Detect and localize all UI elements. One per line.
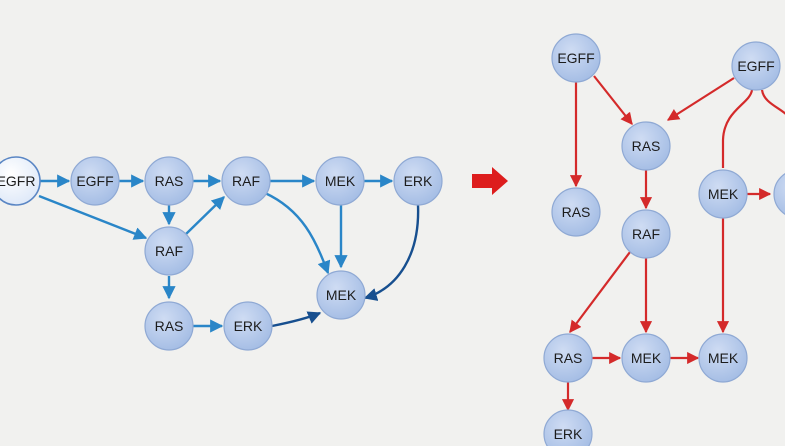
node-ras-bottom: RAS bbox=[543, 333, 593, 383]
node-label: MEK bbox=[708, 186, 739, 202]
node-egfr: EGFR bbox=[0, 156, 41, 206]
right-graph-edges bbox=[561, 75, 785, 412]
node-label: RAS bbox=[562, 204, 591, 220]
edge-erk-mek-return bbox=[363, 204, 420, 301]
node-mek-bottom-right: MEK bbox=[698, 333, 748, 383]
node-label: RAF bbox=[155, 243, 183, 259]
edge-raf-mek-curve bbox=[264, 191, 331, 275]
edge-egff-ras-center bbox=[593, 75, 633, 125]
node-label: EGFF bbox=[76, 173, 113, 189]
node-raf-lower: RAF bbox=[144, 226, 194, 276]
edge-erk-mek-curve bbox=[271, 311, 322, 328]
node-label: ERK bbox=[404, 173, 433, 189]
right-graph-nodes: EGFF EGFF RAS RAS RAF MEK RAS MEK bbox=[543, 33, 785, 446]
node-egff: EGFF bbox=[70, 156, 120, 206]
left-graph-edges bbox=[38, 174, 420, 333]
node-raf-right: RAF bbox=[621, 209, 671, 259]
node-label: EGFF bbox=[557, 50, 594, 66]
node-mek-right-upper: MEK bbox=[698, 169, 748, 219]
node-label: MEK bbox=[325, 173, 356, 189]
node-label: RAS bbox=[632, 138, 661, 154]
edge-raf-raf-up bbox=[185, 196, 225, 235]
node-label: RAS bbox=[155, 318, 184, 334]
node-label: MEK bbox=[326, 287, 357, 303]
node-label: RAS bbox=[155, 173, 184, 189]
node-label: ERK bbox=[554, 426, 583, 442]
edge-egff2-offscreen-curve bbox=[760, 89, 785, 115]
node-label: MEK bbox=[631, 350, 662, 366]
node-ras-lower: RAS bbox=[144, 301, 194, 351]
node-ras-left: RAS bbox=[551, 187, 601, 237]
node-mek: MEK bbox=[315, 156, 365, 206]
edge-egff2-ras bbox=[666, 77, 735, 121]
node-erk: ERK bbox=[393, 156, 443, 206]
node-mek-bottom-center: MEK bbox=[621, 333, 671, 383]
node-erk-bottom: ERK bbox=[543, 409, 593, 446]
node-egff-top-left: EGFF bbox=[551, 33, 601, 83]
node-ras-center: RAS bbox=[621, 121, 671, 171]
node-label: RAS bbox=[554, 350, 583, 366]
node-egff-top-right: EGFF bbox=[731, 41, 781, 91]
transition-arrow-icon bbox=[472, 167, 508, 195]
node-erk-lower: ERK bbox=[223, 301, 273, 351]
node-offscreen-right bbox=[773, 173, 785, 215]
edge-raf-ras-diag bbox=[569, 251, 631, 333]
node-label: EGFR bbox=[0, 173, 35, 189]
left-graph-nodes: EGFR EGFF RAS RAF MEK ERK RAF MEK bbox=[0, 156, 443, 351]
node-mek-lower: MEK bbox=[316, 270, 366, 320]
node-label: EGFF bbox=[737, 58, 774, 74]
edge-egff2-mek-curve bbox=[721, 89, 754, 168]
node-label: ERK bbox=[234, 318, 263, 334]
node-ras: RAS bbox=[144, 156, 194, 206]
node-label: RAF bbox=[232, 173, 260, 189]
node-raf: RAF bbox=[221, 156, 271, 206]
node-label: MEK bbox=[708, 350, 739, 366]
node-label: RAF bbox=[632, 226, 660, 242]
edge-egfr-raf bbox=[38, 194, 148, 240]
